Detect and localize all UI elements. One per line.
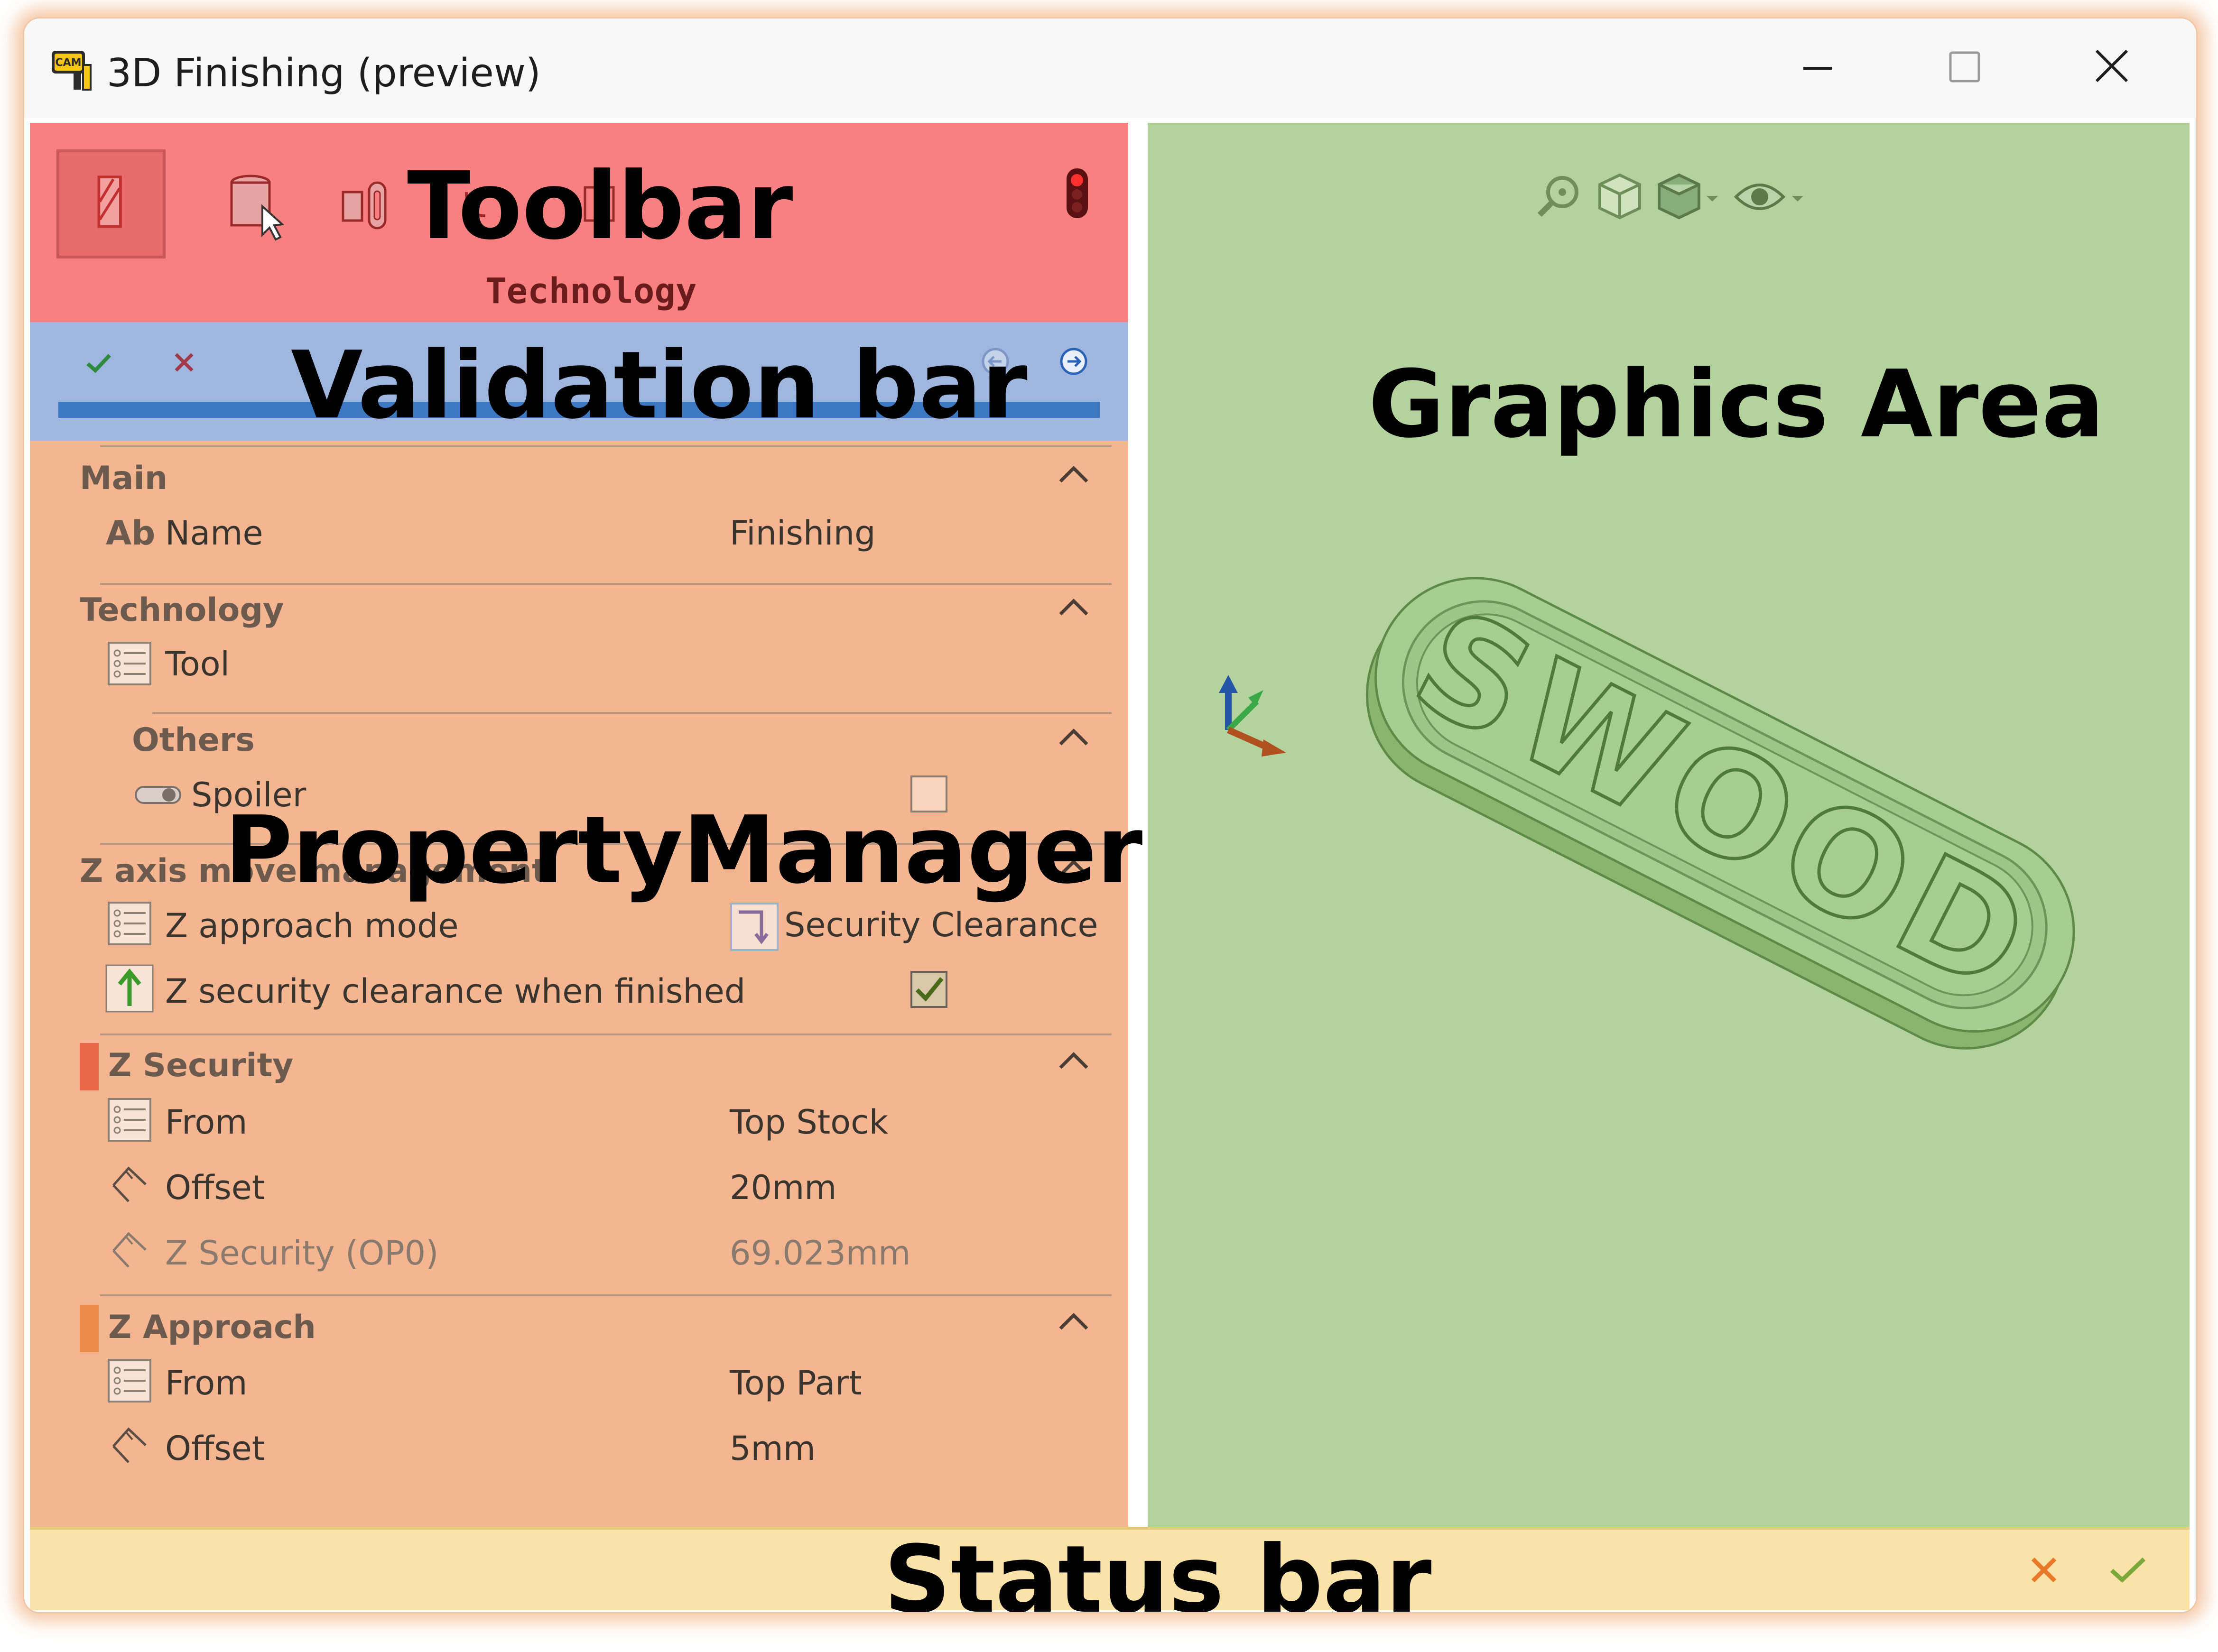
z-security-offset-value[interactable]: 20mm <box>730 1168 837 1207</box>
z-approach-offset-value[interactable]: 5mm <box>730 1429 816 1468</box>
technology-tab-button[interactable] <box>56 149 166 258</box>
z-security-op-value: 69.023mm <box>730 1234 911 1273</box>
chevron-up-icon[interactable] <box>1055 1307 1093 1335</box>
spoiler-label: Spoiler <box>191 775 306 814</box>
measure-offset-icon <box>112 1166 147 1202</box>
security-clearance-icon <box>730 903 779 951</box>
window-title: 3D Finishing (preview) <box>107 51 541 96</box>
display-style-icon[interactable] <box>1651 168 1708 225</box>
output-icon[interactable] <box>547 149 656 258</box>
group-header-others[interactable]: Others <box>132 721 255 759</box>
z-clearance-finished-checkbox[interactable] <box>908 968 950 1011</box>
zoom-fit-icon[interactable] <box>1531 168 1588 225</box>
toggle-switch-icon <box>135 786 181 804</box>
validation-progress-line <box>58 402 1100 418</box>
minimize-icon[interactable] <box>1789 42 1846 94</box>
close-icon[interactable] <box>2083 42 2140 94</box>
confirm-check-icon[interactable] <box>77 341 120 384</box>
z-approach-from-label: From <box>165 1364 248 1403</box>
maximize-icon[interactable] <box>1936 42 1993 94</box>
name-value[interactable]: Finishing <box>730 514 876 553</box>
axis-triad-icon <box>1219 675 1286 757</box>
graphics-overlay-label: Graphics Area <box>1368 351 2105 459</box>
stock-select-icon[interactable] <box>201 149 310 258</box>
list-icon <box>108 1098 151 1142</box>
cancel-x-icon[interactable] <box>2023 1549 2065 1591</box>
tool-label[interactable]: Tool <box>165 645 230 683</box>
z-security-offset-label: Offset <box>165 1168 265 1207</box>
group-header-z-security[interactable]: Z Security <box>108 1047 294 1084</box>
list-icon <box>108 642 151 685</box>
spoiler-checkbox[interactable] <box>908 773 950 815</box>
toolbar-overlay-label: Toolbar <box>407 152 793 260</box>
confirm-check-icon[interactable] <box>2103 1549 2151 1591</box>
status-light-icon <box>1067 168 1088 218</box>
visibility-eye-icon[interactable] <box>1731 168 1788 225</box>
group-header-technology[interactable]: Technology <box>80 591 284 629</box>
separator <box>152 712 1112 714</box>
title-bar[interactable]: CAM 3D Finishing (preview) <box>24 18 2196 118</box>
application-window: CAM 3D Finishing (preview) <box>23 17 2198 1614</box>
toolpath-icon[interactable] <box>433 149 542 258</box>
validation-bar: Validation bar <box>30 322 1128 441</box>
separator <box>100 583 1112 585</box>
z-approach-mode-value[interactable]: Security Clearance <box>784 905 1098 944</box>
separator <box>100 1034 1112 1035</box>
measure-offset-icon <box>112 1232 147 1268</box>
active-tab-label: Technology <box>485 271 697 312</box>
group-header-main[interactable]: Main <box>80 460 168 497</box>
name-label: Name <box>165 514 263 553</box>
graphics-area[interactable]: Graphics Area SWOOD <box>1148 123 2190 1527</box>
previous-arrow-icon[interactable] <box>974 340 1017 383</box>
z-clearance-finished-label: Z security clearance when finished <box>165 972 746 1011</box>
z-approach-mode-label: Z approach mode <box>165 906 459 945</box>
z-approach-offset-label: Offset <box>165 1429 265 1468</box>
chevron-down-icon[interactable] <box>1788 189 1807 208</box>
chevron-up-icon[interactable] <box>1055 722 1093 751</box>
separator <box>100 1294 1112 1296</box>
property-manager: Main Ab Name Finishing Technology Tool O… <box>30 441 1142 1527</box>
list-icon <box>108 902 151 945</box>
swood-plate-model[interactable]: SWOOD <box>1281 540 2158 1133</box>
chevron-down-icon[interactable] <box>1703 189 1722 208</box>
cam-app-icon: CAM <box>52 51 92 91</box>
chevron-up-icon[interactable] <box>1055 1046 1093 1074</box>
list-icon <box>108 1359 151 1403</box>
group-color-marker <box>80 1305 99 1352</box>
chevron-up-icon[interactable] <box>1055 853 1093 882</box>
svg-text:CAM: CAM <box>55 57 81 69</box>
chevron-up-icon[interactable] <box>1055 592 1093 621</box>
group-header-z-approach[interactable]: Z Approach <box>108 1309 316 1346</box>
validation-overlay-label: Validation bar <box>291 332 1028 440</box>
status-bar: Status bar <box>30 1526 2190 1612</box>
z-security-op-label: Z Security (OP0) <box>165 1234 439 1273</box>
group-color-marker <box>80 1043 99 1090</box>
view-orientation-icon[interactable] <box>1591 168 1648 225</box>
text-field-icon: Ab <box>106 514 156 553</box>
tool-bit-icon <box>97 175 122 228</box>
z-approach-from-value[interactable]: Top Part <box>730 1364 862 1403</box>
chevron-up-icon[interactable] <box>1055 460 1093 488</box>
up-arrow-icon <box>105 964 154 1013</box>
toolbar: Technology Toolbar <box>30 123 1128 322</box>
next-arrow-icon[interactable] <box>1052 340 1095 383</box>
separator <box>100 843 1112 845</box>
z-security-from-label: From <box>165 1103 248 1142</box>
status-overlay-label: Status bar <box>884 1526 1432 1614</box>
group-header-z-axis[interactable]: Z axis move management <box>80 852 548 890</box>
measure-offset-icon <box>112 1427 147 1463</box>
cancel-x-icon[interactable] <box>163 341 205 384</box>
property-manager-overlay-label: PropertyManager <box>224 796 1143 904</box>
part-geometry-icon[interactable] <box>315 149 424 258</box>
z-security-from-value[interactable]: Top Stock <box>730 1103 889 1142</box>
separator <box>100 445 1112 447</box>
